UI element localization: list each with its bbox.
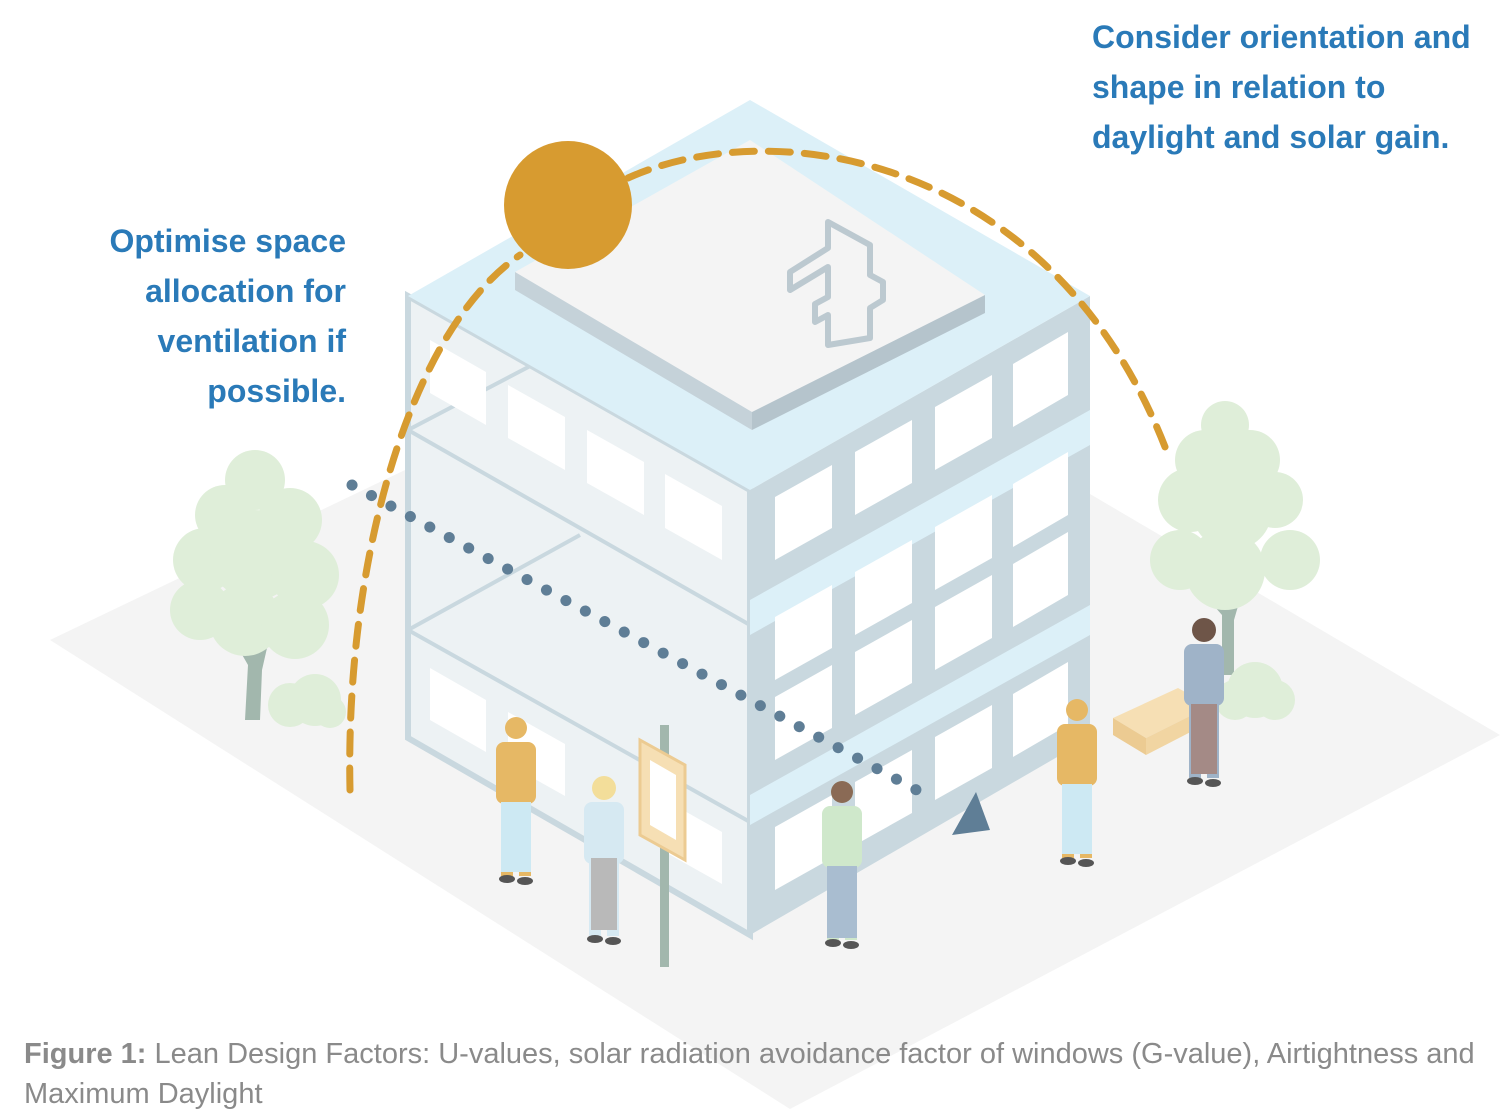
person-icon bbox=[1184, 618, 1224, 787]
tree-icon bbox=[1150, 401, 1320, 720]
ventilation-annotation: Optimise space allocation for ventilatio… bbox=[109, 223, 346, 409]
right-windows bbox=[775, 332, 1068, 890]
sun-path-arc bbox=[346, 147, 1174, 794]
caption-label: Figure 1: bbox=[24, 1038, 147, 1070]
sun-icon bbox=[504, 141, 632, 269]
caption-text: Lean Design Factors: U-values, solar rad… bbox=[24, 1038, 1475, 1110]
person-icon bbox=[496, 717, 536, 885]
medical-cross-icon bbox=[787, 219, 886, 348]
tree-icon bbox=[170, 450, 346, 728]
person-icon bbox=[822, 781, 862, 949]
ventilation-path bbox=[346, 479, 941, 806]
figure-caption: Figure 1: Lean Design Factors: U-values,… bbox=[24, 1034, 1504, 1114]
arrow-head-icon bbox=[952, 792, 990, 835]
orientation-annotation: Consider orientation and shape in relati… bbox=[1092, 19, 1471, 155]
person-icon bbox=[584, 776, 624, 945]
signpost-icon bbox=[638, 725, 687, 967]
person-icon bbox=[1057, 699, 1097, 867]
